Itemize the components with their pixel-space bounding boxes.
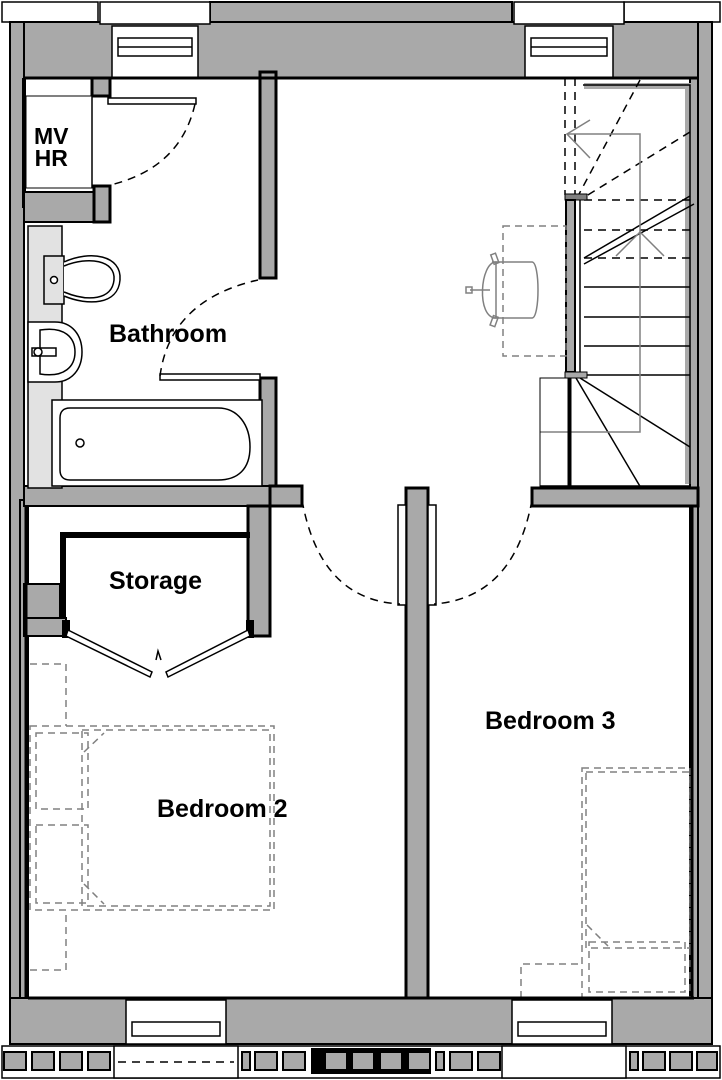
room-label-bedroom-3: Bedroom 3 [485,707,616,735]
window-bottom-right [501,999,627,1079]
toilet-icon [43,255,121,305]
bathroom-door-swing [159,279,259,377]
bedroom3-bed [520,767,691,999]
bathroom-fixtures [27,225,263,489]
desk-chair-icon [465,225,567,357]
mvhr-cupboard [25,95,93,189]
bathroom-door-leaf [159,373,261,381]
storage-bifold-doors [62,620,254,679]
brick-course [3,1048,718,1074]
staircase-icon [539,78,695,489]
bedroom2-door [301,499,407,606]
mvhr-label-line1: MV [34,123,69,149]
washbasin-icon [27,321,83,383]
room-label-storage: Storage [109,567,203,595]
mvhr-door-swing [105,103,196,187]
bedroom3-door [427,499,533,606]
bathtub-icon [51,399,263,487]
room-label-bedroom-2: Bedroom 2 [157,795,288,823]
room-outlines [24,76,698,1000]
bedroom2-bed [29,663,275,971]
window-top-left [99,1,211,79]
window-top-right [513,1,625,79]
mvhr-label: MV HR [34,123,69,171]
interior-walls [22,70,700,1000]
mvhr-door-leaf [107,97,197,105]
room-label-bathroom: Bathroom [109,320,228,348]
mvhr-label-line2: HR [34,144,68,171]
window-bottom-left [113,999,239,1079]
